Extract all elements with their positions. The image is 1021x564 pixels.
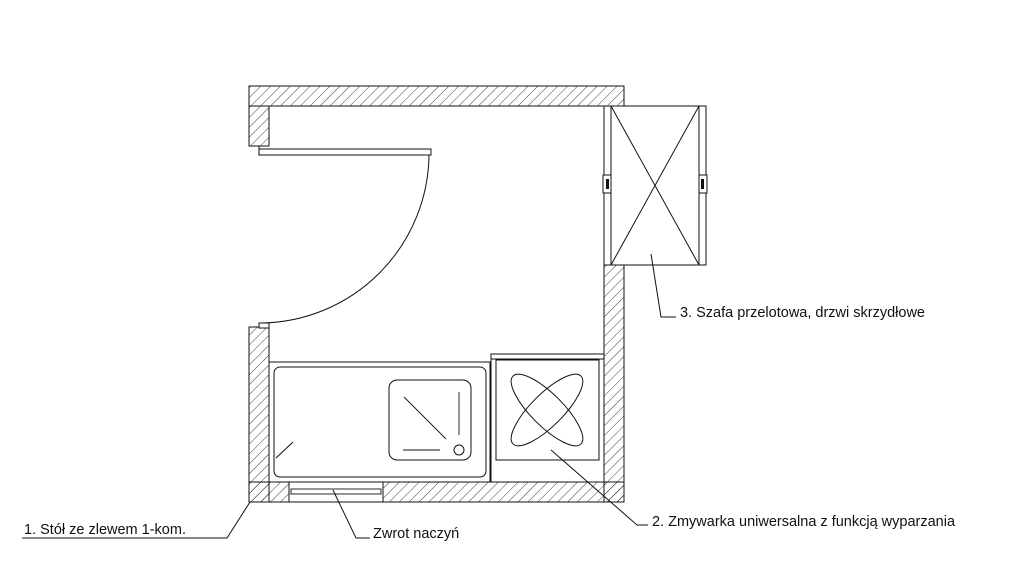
door-swing-arc bbox=[261, 154, 430, 324]
wall-bottom-left bbox=[248, 481, 290, 503]
label-sink-table: 1. Stół ze zlewem 1-kom. bbox=[24, 522, 186, 538]
wall-left-upper bbox=[248, 105, 270, 147]
walls bbox=[248, 85, 625, 503]
wall-left-lower bbox=[248, 326, 270, 503]
wall-top bbox=[248, 85, 625, 107]
dishwasher-spray-arm bbox=[510, 373, 584, 447]
leader-lines bbox=[22, 253, 676, 539]
label-dishwasher: 2. Zmywarka uniwersalna z funkcją wyparz… bbox=[652, 514, 956, 530]
wall-bottom-right bbox=[382, 481, 625, 503]
pass-through-cabinet bbox=[602, 105, 708, 266]
sink-drain bbox=[453, 444, 465, 456]
door-jamb bbox=[258, 322, 270, 329]
door-leaf bbox=[258, 148, 432, 156]
label-pass-through-cabinet: 3. Szafa przelotowa, drzwi skrzydłowe bbox=[680, 305, 925, 321]
return-window-sill bbox=[290, 488, 382, 495]
sink-table bbox=[268, 361, 491, 483]
sink-basin bbox=[388, 379, 472, 461]
label-dish-return: Zwrot naczyń bbox=[373, 526, 459, 542]
dishwasher bbox=[490, 353, 605, 483]
wall-right-lower bbox=[603, 264, 625, 503]
dishwasher-spray-arm bbox=[510, 373, 584, 447]
door bbox=[258, 146, 432, 329]
